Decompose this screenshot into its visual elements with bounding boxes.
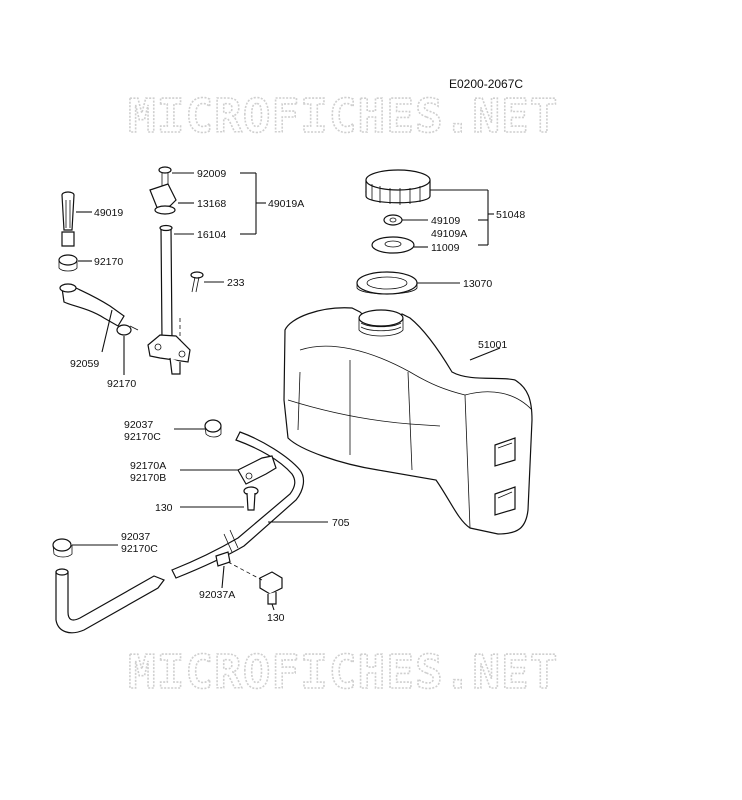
screw-233 <box>190 271 204 293</box>
clip-92170-mid <box>116 324 139 336</box>
label-51048: 51048 <box>496 209 525 221</box>
plate-11009 <box>371 236 415 254</box>
gasket-49109 <box>383 214 403 226</box>
label-92059: 92059 <box>70 358 99 370</box>
screw-92009 <box>158 166 172 189</box>
pipe-16104 <box>159 224 173 341</box>
label-92170C-b: 92170C <box>121 543 158 555</box>
cap-51048 <box>365 169 431 205</box>
label-92037-b: 92037 <box>121 531 150 543</box>
label-705: 705 <box>332 517 350 529</box>
label-130-b: 130 <box>267 612 285 624</box>
hose-bottom <box>55 568 165 634</box>
label-92170C-a: 92170C <box>124 431 161 443</box>
label-92170B: 92170B <box>130 472 166 484</box>
label-51001: 51001 <box>478 339 507 351</box>
label-49109: 49109 <box>431 215 460 227</box>
label-233: 233 <box>227 277 245 289</box>
clip-92037A <box>215 551 231 567</box>
label-92170A: 92170A <box>130 460 166 472</box>
label-130-a: 130 <box>155 502 173 514</box>
lever-13168 <box>149 183 177 215</box>
label-92037-a: 92037 <box>124 419 153 431</box>
fuel-tank <box>283 307 533 535</box>
clip-92170-top <box>58 254 78 272</box>
clamp-92170A <box>237 455 277 485</box>
label-13070: 13070 <box>463 278 492 290</box>
bolt-130-a <box>243 486 259 511</box>
leader-lines <box>72 172 501 611</box>
label-92170-mid: 92170 <box>107 378 136 390</box>
label-92037A: 92037A <box>199 589 235 601</box>
label-49019: 49019 <box>94 207 123 219</box>
watermark-bottom: MICROFICHES.NET <box>128 645 558 699</box>
cock-body <box>147 318 191 375</box>
label-49019A: 49019A <box>268 198 304 210</box>
diagram-code: E0200-2067C <box>449 77 523 91</box>
label-16104: 16104 <box>197 229 226 241</box>
part-labels: 92009 13168 49019A 16104 49019 92170 233… <box>70 168 525 624</box>
hose-705 <box>171 431 305 579</box>
gasket-13070 <box>356 271 418 295</box>
clip-92037-b <box>52 538 73 558</box>
label-49109A: 49109A <box>431 228 467 240</box>
hose-92059 <box>59 283 125 327</box>
label-13168: 13168 <box>197 198 226 210</box>
label-92170-top: 92170 <box>94 256 123 268</box>
clip-92037-a <box>204 419 222 438</box>
label-11009: 11009 <box>431 242 460 254</box>
watermark-top: MICROFICHES.NET <box>128 89 558 143</box>
label-92009: 92009 <box>197 168 226 180</box>
strainer-49019 <box>61 191 75 247</box>
bolt-130-b <box>227 561 283 605</box>
